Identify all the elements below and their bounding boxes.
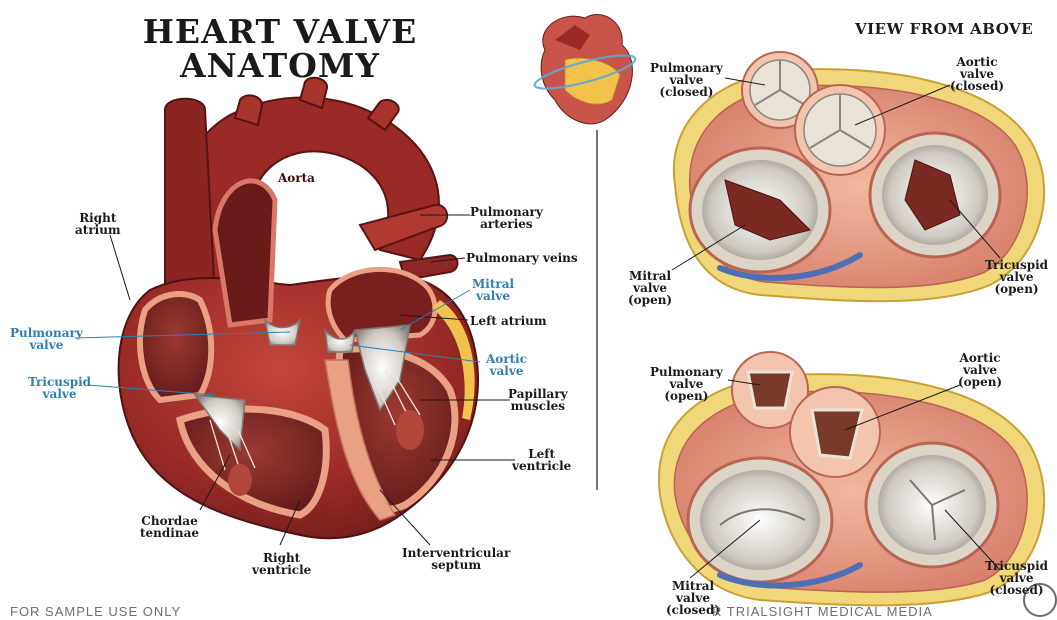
thumbnail-heart	[532, 14, 638, 123]
page-title-line2: ANATOMY	[140, 46, 420, 85]
papillary-muscle-left	[396, 410, 424, 450]
right-atrium-cavity	[140, 294, 211, 400]
label-left-atrium: Left atrium	[470, 315, 547, 327]
heart-cutaway	[119, 78, 478, 539]
view-from-above-title: VIEW FROM ABOVE	[855, 20, 1033, 38]
papillary-muscle-right	[228, 464, 252, 496]
label-pulmonary-veins: Pulmonary veins	[466, 252, 578, 264]
footer-sample-notice: FOR SAMPLE USE ONLY	[10, 604, 181, 619]
footer-credit: R TRIALSIGHT MEDICAL MEDIA	[712, 604, 933, 619]
label-aorta: Aorta	[278, 172, 315, 184]
